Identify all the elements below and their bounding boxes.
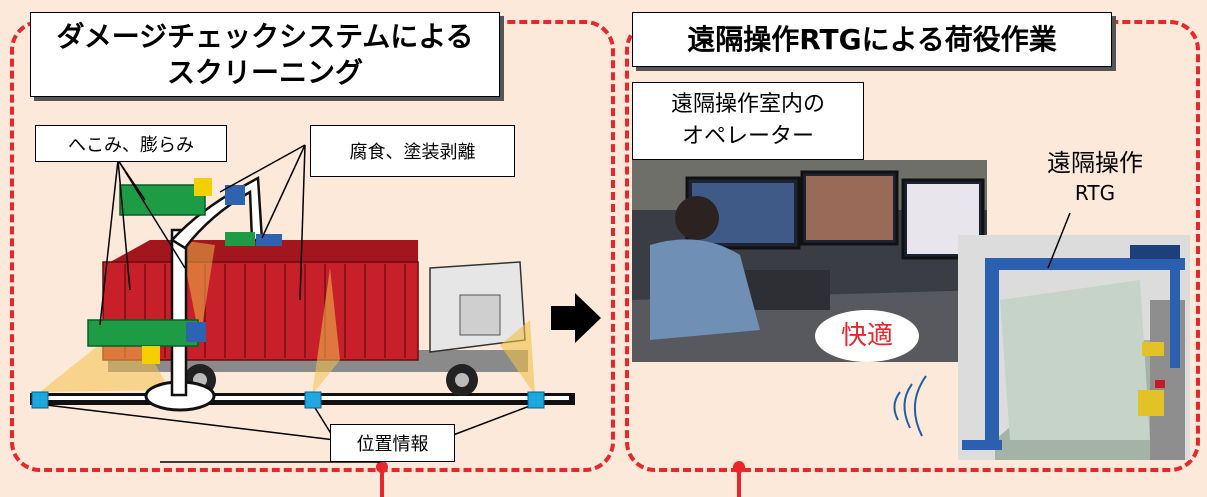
corrosion-label-text: 腐食、塗装剥離 [349, 142, 476, 163]
rtg-line2: RTG [1074, 181, 1116, 205]
flow-arrow [551, 293, 601, 343]
sensor-beam-2 [180, 240, 215, 340]
rtg-beam [985, 258, 1185, 270]
position-sensor-2 [304, 391, 322, 409]
sensor-beam-4 [500, 320, 535, 395]
rtg-leg-left [985, 258, 999, 448]
sensor-beam-3 [312, 268, 340, 395]
scanner-head-bottom [87, 319, 199, 347]
position-info-text: 位置情報 [356, 434, 429, 455]
operator-body [650, 239, 760, 340]
corrosion-label: 腐食、塗装剥離 [310, 125, 515, 177]
dents-label: へこみ、膨らみ [35, 125, 227, 162]
position-info-label: 位置情報 [330, 424, 455, 462]
rtg-label: 遠隔操作 RTG [1025, 148, 1165, 208]
scanner-pole [170, 228, 188, 397]
right-connector-dot [733, 461, 745, 473]
right-title-text: 遠隔操作RTGによる荷役作業 [687, 22, 1057, 56]
comfort-bubble [815, 310, 919, 362]
left-title-line2: スクリーニング [166, 55, 363, 89]
left-panel-title: ダメージチェックシステムによる スクリーニング [30, 12, 500, 97]
position-sensor-1 [31, 391, 49, 409]
dents-label-text: へこみ、膨らみ [68, 134, 194, 156]
operator-line2: オペレーター [681, 124, 814, 149]
rtg-leg-right [1170, 258, 1180, 368]
comfort-text: 快適 [840, 321, 893, 351]
scanner-head-top [119, 184, 206, 216]
operator-head [675, 196, 719, 240]
operator-label: 遠隔操作室内の オペレーター [632, 82, 864, 160]
left-connector-dot [376, 461, 388, 473]
operator-line1: 遠隔操作室内の [670, 92, 825, 117]
position-sensor-3 [527, 391, 545, 409]
rtg-line1: 遠隔操作 [1047, 149, 1143, 177]
left-title-line1: ダメージチェックシステムによる [56, 19, 474, 53]
right-panel-title: 遠隔操作RTGによる荷役作業 [632, 12, 1112, 67]
